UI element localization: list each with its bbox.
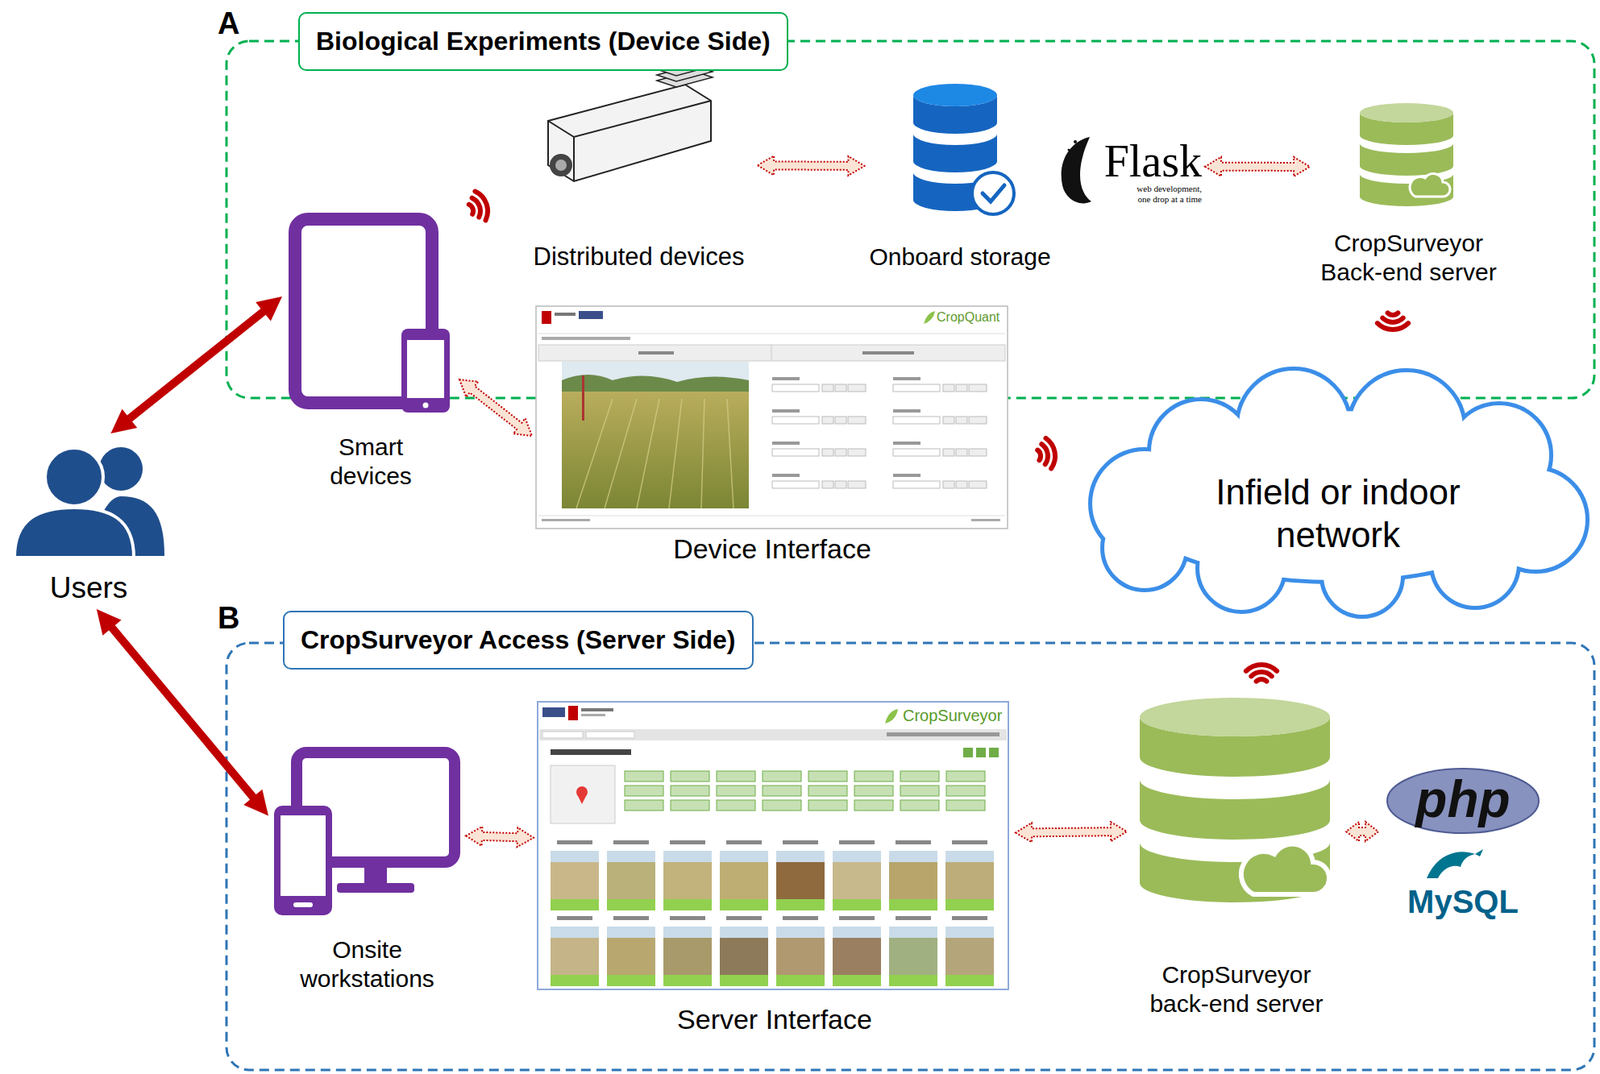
camera-device: Distributed devices: [519, 68, 758, 275]
region-outlines: [226, 41, 1595, 1071]
icon-caption: Onsite workstations: [290, 935, 445, 994]
panel-letter: A: [217, 6, 240, 42]
server-icon: CropSurveyor back-end server: [1126, 699, 1347, 1023]
smart-devices-icon: Smart devices: [282, 207, 460, 495]
screenshot-caption: Server Interface: [677, 1003, 873, 1037]
app-logo-text: CropQuant: [936, 310, 1000, 325]
bottom-server-figure: [1139, 698, 1330, 903]
icon-caption: CropSurveyor Back-end server: [1316, 228, 1502, 287]
server-side-region: CropSurveyor Access (Server Side) Onsite …: [226, 610, 1596, 1072]
storage-icon: Onboard storage: [864, 80, 1056, 275]
data-flow-arrow: [1205, 157, 1310, 177]
logo-text: php: [1415, 773, 1510, 826]
php-mysql-logo: phpMySQL: [1378, 762, 1548, 921]
icon-caption: Smart devices: [314, 432, 428, 491]
region-title: Biological Experiments (Device Side): [298, 12, 789, 71]
icon-caption: Distributed devices: [533, 241, 745, 272]
interface-screenshot: Server Interface: [533, 698, 1016, 1040]
server-interface-screenshot: [537, 702, 1009, 990]
users-figure: [14, 447, 165, 558]
php-mysql-figure: [1387, 768, 1539, 879]
region-title: CropSurveyor Access (Server Side): [282, 610, 754, 670]
icon-caption: Users: [49, 570, 129, 607]
icon-caption: Onboard storage: [868, 242, 1051, 272]
panel-letter: B: [217, 601, 240, 637]
top-server-figure: [1359, 103, 1454, 207]
network-cloud-shape: [1092, 370, 1586, 616]
data-flow-arrow: [465, 827, 534, 848]
logo-tagline: web development, one drop at a time: [1127, 183, 1202, 204]
data-flow-arrow: [1015, 822, 1127, 843]
network-cloud: Infield or indoor network: [1084, 419, 1592, 610]
users-icon: Users: [9, 433, 168, 610]
data-flow-arrow: [459, 379, 532, 437]
cloud-label: Infield or indoor network: [1168, 471, 1508, 557]
logo-text: Flask: [1104, 138, 1202, 184]
app-logo-text: CropSurveyor: [902, 706, 1002, 726]
data-flow-arrow: [757, 155, 865, 176]
workstation-icon: Onsite workstations: [268, 745, 466, 998]
interaction-arrow: [110, 296, 283, 434]
workstation-figure: [274, 752, 455, 916]
screenshot-caption: Device Interface: [673, 532, 872, 566]
flask-horn: [1061, 137, 1092, 204]
server-icon: CropSurveyor Back-end server: [1309, 103, 1508, 291]
tablet-phone-figure: [295, 219, 450, 413]
interface-screenshot: Device Interface: [531, 303, 1013, 570]
wireless-symbols: [465, 189, 1409, 682]
storage-figure: [913, 83, 1015, 215]
data-flow-arrow: [1346, 822, 1379, 842]
logo-text: MySQL: [1407, 883, 1519, 921]
interaction-arrow: [96, 609, 269, 816]
device-interface-screenshot: [536, 306, 1008, 529]
icon-caption: CropSurveyor back-end server: [1143, 960, 1330, 1019]
flask-logo: Flaskweb development, one drop at a time: [1055, 132, 1206, 210]
